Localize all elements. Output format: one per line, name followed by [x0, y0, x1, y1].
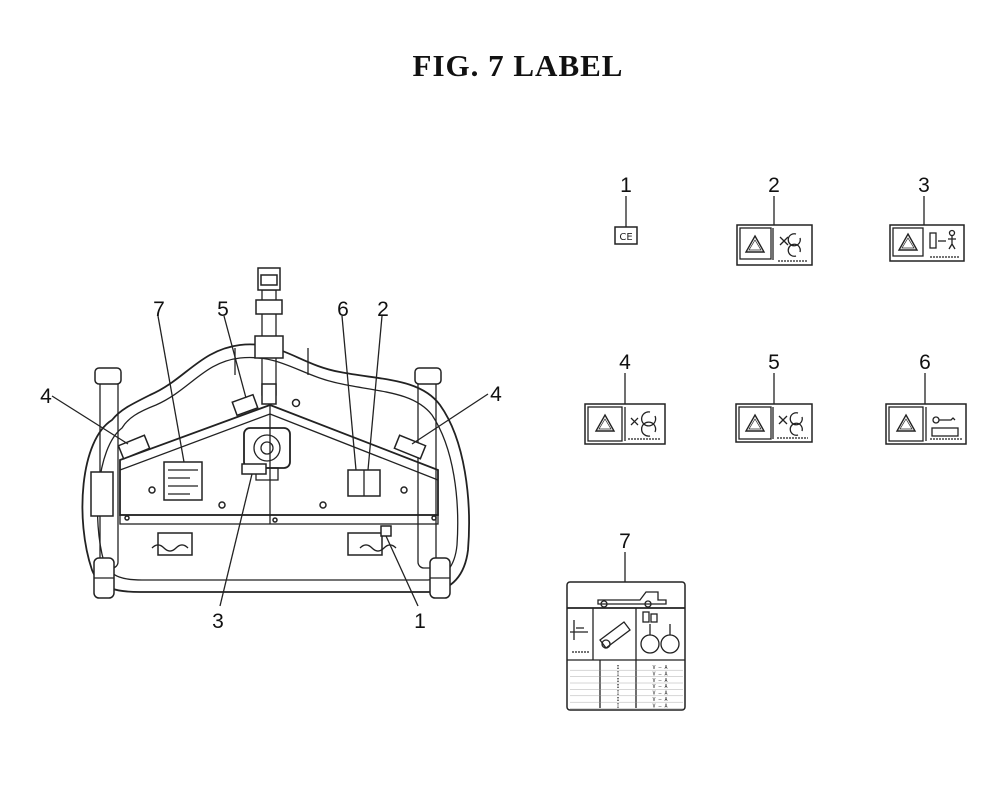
table-cell: V — A	[652, 697, 667, 703]
table-cell: I	[616, 697, 619, 703]
blade-icon	[599, 621, 631, 649]
callout-4-left: 4	[40, 385, 52, 408]
height-table: I V — A I V — A I V — A I V — A I V — A I V — A I V —…	[570, 660, 683, 709]
gearbox	[243, 427, 291, 469]
label-4-number: 4	[619, 351, 631, 374]
label-6-number: 6	[919, 351, 931, 374]
label-2: 2	[736, 174, 813, 266]
table-cell: I	[616, 678, 619, 684]
deck-rear-plate	[119, 514, 439, 525]
callout-3: 3	[212, 610, 224, 633]
callout-2: 2	[377, 298, 389, 321]
callout-7: 7	[153, 298, 165, 321]
rotation-arrows-icon	[641, 411, 657, 437]
callout-5: 5	[217, 298, 229, 321]
label-5-number: 5	[768, 351, 780, 374]
label-4: 4	[584, 351, 666, 445]
figure-title: FIG. 7 LABEL	[412, 48, 624, 83]
label-1: 1 CE	[614, 174, 638, 245]
distance-icon	[929, 232, 937, 249]
ce-mark: CE	[619, 232, 632, 243]
hand-cross-icon	[778, 415, 788, 425]
table-cell: V — A	[652, 691, 667, 697]
label-7-number: 7	[619, 530, 631, 553]
label-1-number: 1	[620, 174, 632, 197]
table-cell: V — A	[652, 678, 667, 684]
label-5: 5	[735, 351, 813, 443]
label-3: 3	[889, 174, 965, 262]
deck-top-plate	[119, 404, 439, 516]
label-7: 7 I V — A I V — A I V — A I V — A I V — A I V — A I V…	[566, 530, 686, 711]
manual-icon	[931, 427, 959, 437]
tractor-icon	[597, 591, 667, 605]
table-cell: I	[616, 684, 619, 690]
table-cell: I	[616, 671, 619, 677]
rotation-arrows-icon	[789, 412, 803, 436]
table-cell: I	[616, 703, 619, 709]
table-cell: V — A	[652, 665, 667, 671]
table-cell: V — A	[652, 671, 667, 677]
table-cell: V — A	[652, 684, 667, 690]
callout-6: 6	[337, 298, 349, 321]
callout-1: 1	[414, 610, 426, 633]
rotation-arrows-icon	[787, 233, 801, 257]
table-cell: I	[616, 691, 619, 697]
deck-outer-skirt	[81, 343, 470, 593]
deck-callouts: 4 7 5 6 2 4 3 1	[40, 298, 502, 633]
hand-cross-icon	[779, 236, 789, 246]
mower-deck	[81, 267, 470, 599]
label-3-number: 3	[918, 174, 930, 197]
label-2-number: 2	[768, 174, 780, 197]
callout-4-right: 4	[490, 383, 502, 406]
hand-cross-icon	[630, 417, 639, 426]
table-cell: I	[616, 665, 619, 671]
table-cell: V — A	[652, 703, 667, 709]
person-icon	[948, 229, 956, 237]
label-6: 6	[885, 351, 967, 445]
